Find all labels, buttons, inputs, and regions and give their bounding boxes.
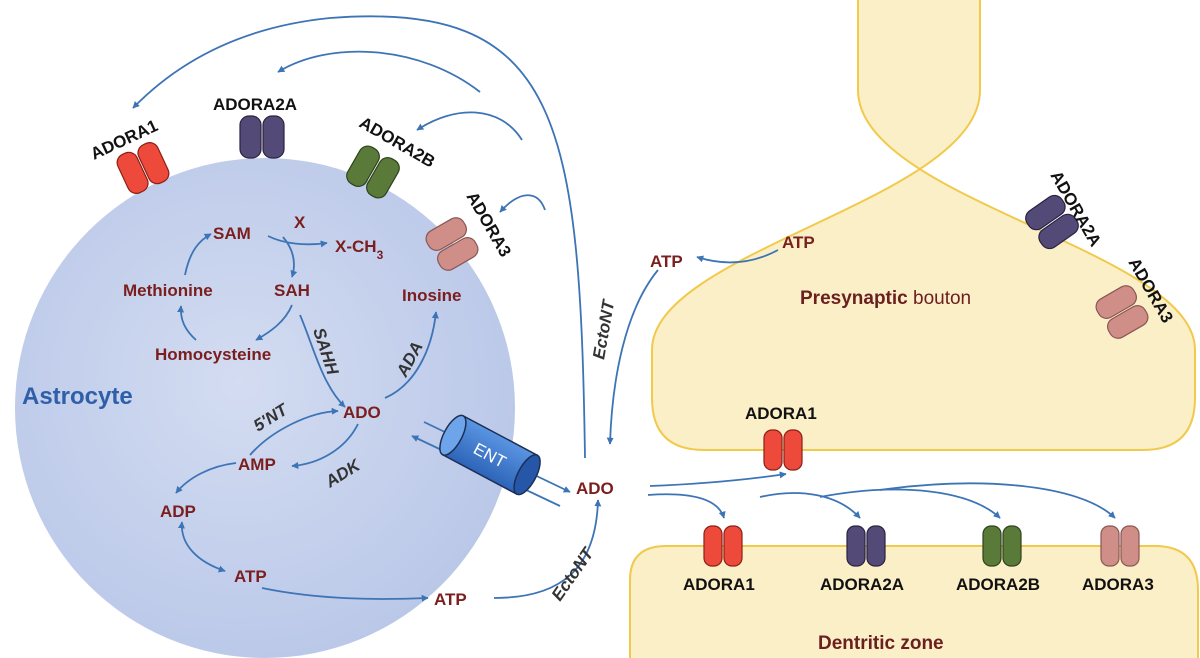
arrow-adp-atp [177, 521, 226, 573]
inosine-label: Inosine [402, 286, 462, 305]
bouton-adora3-receptor [1095, 285, 1149, 339]
xch3-label: X-CH3 [335, 237, 384, 262]
dend-adora1-receptor [703, 525, 743, 567]
presynaptic-bouton-shape [651, 0, 1196, 451]
ectont-bottom-label: EctoNT [548, 543, 599, 604]
homocysteine-label: Homocysteine [155, 345, 271, 364]
arrow-sah-to-ado [299, 314, 346, 408]
dend-adora3-label: ADORA3 [1082, 575, 1154, 594]
ado-extracellular-label: ADO [576, 479, 614, 498]
sah-label: SAH [274, 281, 310, 300]
arrow-sah-to-homocysteine [255, 304, 293, 341]
ent-transporter: ENT [439, 414, 541, 496]
ado-astrocyte-label: ADO [343, 403, 381, 422]
arrow-to-dend-adora2b [819, 488, 1001, 519]
arrow-homocysteine-to-methionine [177, 305, 197, 341]
astrocyte-label: Astrocyte [22, 383, 133, 410]
dend-adora2a-receptor [846, 525, 886, 567]
arrow-ado-to-inosine [384, 311, 439, 399]
bouton-adora2a-receptor [1025, 194, 1079, 250]
bouton-adora1-label: ADORA1 [745, 404, 817, 423]
ectont-top-label: EctoNT [589, 297, 618, 360]
arrow-amp-to-adp [175, 462, 237, 494]
bouton-adora1-receptor [763, 429, 803, 471]
presynaptic-label-rest: bouton [908, 288, 971, 309]
arrow-extra-atp-to-ado [606, 269, 659, 445]
dend-adora3-receptor [1100, 525, 1140, 567]
arrow-amp-to-ado [249, 407, 339, 456]
arrow-atp-to-ado-extra [493, 499, 602, 599]
dend-adora2a-label: ADORA2A [820, 575, 904, 594]
arrow-to-bouton-adora1 [649, 471, 787, 487]
arrow-to-astro-adora3 [499, 194, 546, 213]
arrow-sam-to-xch3 [267, 235, 328, 248]
dend-adora1-label: ADORA1 [683, 575, 755, 594]
presynaptic-bouton-label: Presynaptic bouton [800, 288, 971, 309]
arrow-to-astro-adora2a [277, 50, 481, 93]
adp-label: ADP [160, 502, 196, 521]
arrow-methionine-to-sam [184, 233, 212, 276]
arrow-bouton-atp-to-extra-atp [696, 249, 779, 264]
xch3-base: X-CH [335, 237, 377, 256]
xch3-subscript: 3 [377, 248, 384, 262]
sam-label: SAM [213, 224, 251, 243]
astro-adora2a-label: ADORA2A [213, 95, 297, 114]
atp-astrocyte-label: ATP [234, 567, 267, 586]
amp-label: AMP [238, 455, 276, 474]
astro-adora2b-receptor [346, 145, 400, 199]
pathway-arrows [132, 15, 1116, 602]
astro-adora1-receptor [116, 142, 170, 194]
astro-adora3-receptor [425, 217, 479, 271]
presynaptic-label-strong: Presynaptic [800, 288, 908, 309]
atp-bouton-label: ATP [782, 233, 815, 252]
arrow-to-dend-adora3 [879, 482, 1116, 519]
dendritic-zone-shape [629, 545, 1199, 658]
dend-adora2b-receptor [982, 525, 1022, 567]
arrow-to-dend-adora2a [759, 492, 861, 519]
astro-adora2a-receptor [239, 115, 285, 159]
atp-extracellular-top-label: ATP [650, 252, 683, 271]
arrow-ado-to-amp [291, 423, 359, 470]
x-label: X [294, 213, 306, 232]
arrow-to-astro-adora2b [416, 111, 523, 141]
dendritic-zone-label: Dentritic zone [818, 633, 944, 654]
arrow-to-dend-adora1 [647, 493, 726, 519]
arrow-atp-to-extracellular-atp [261, 587, 429, 602]
arrow-to-astro-adora1 [132, 15, 586, 459]
arrow-sam-to-sah [282, 236, 298, 278]
astrocyte-cell [15, 158, 515, 658]
atp-extracellular-label: ATP [434, 590, 467, 609]
methionine-label: Methionine [123, 281, 213, 300]
dend-adora2b-label: ADORA2B [956, 575, 1040, 594]
